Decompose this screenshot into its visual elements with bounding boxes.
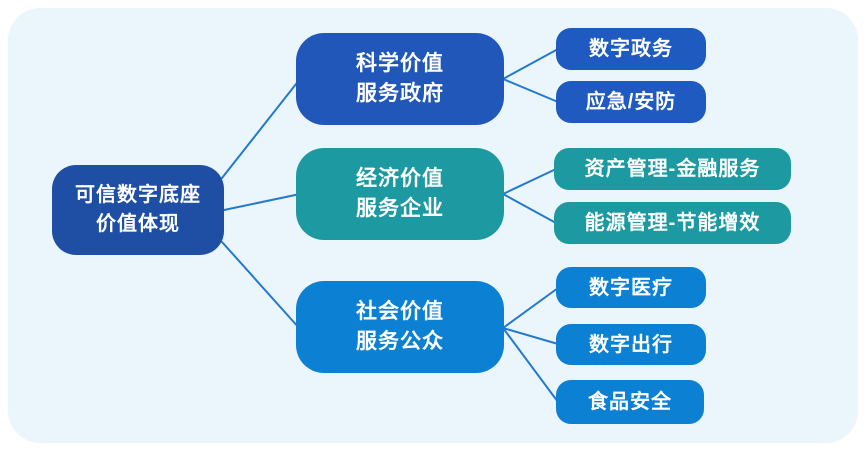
connector-root-enterprise (223, 193, 301, 211)
branch-label-line2: 服务企业 (356, 197, 444, 220)
branch-label-line2: 服务政府 (356, 82, 444, 105)
connector-public-leaf1 (502, 287, 559, 329)
node-leaf-digital-travel: 数字出行 (556, 324, 706, 365)
node-leaf-digital-healthcare: 数字医疗 (556, 267, 706, 308)
node-branch-enterprise: 经济价值 服务企业 (296, 148, 504, 240)
leaf-label: 资产管理-金融服务 (584, 158, 761, 180)
root-label-line1: 可信数字底座 (75, 184, 201, 206)
node-root: 可信数字底座 价值体现 (52, 165, 224, 255)
branch-label-line1: 社会价值 (356, 299, 444, 323)
node-branch-public: 社会价值 服务公众 (296, 281, 504, 373)
connector-government-leaf1 (502, 48, 559, 80)
branch-label-line2: 服务公众 (356, 330, 444, 353)
connector-enterprise-leaf1 (502, 168, 557, 195)
leaf-label: 应急/安防 (585, 91, 677, 113)
root-label-line2: 价值体现 (96, 213, 180, 235)
leaf-label: 能源管理-节能增效 (584, 212, 761, 234)
connector-root-public (221, 241, 301, 330)
branch-label-line1: 科学价值 (356, 51, 444, 75)
node-branch-government: 科学价值 服务政府 (296, 33, 504, 125)
leaf-label: 数字政务 (589, 38, 673, 60)
leaf-label: 数字医疗 (589, 276, 673, 299)
connector-public-leaf2 (502, 327, 559, 345)
branch-label-line1: 经济价值 (356, 166, 444, 190)
connector-enterprise-leaf2 (502, 193, 557, 224)
leaf-label: 食品安全 (588, 391, 672, 413)
node-leaf-emergency-security: 应急/安防 (556, 81, 706, 123)
node-leaf-food-safety: 食品安全 (556, 380, 704, 424)
node-leaf-asset-management-finance: 资产管理-金融服务 (554, 148, 791, 190)
leaf-label: 数字出行 (589, 333, 673, 356)
connector-root-government (221, 78, 301, 179)
node-leaf-energy-management-efficiency: 能源管理-节能增效 (554, 202, 791, 244)
connector-government-leaf2 (502, 78, 559, 103)
node-leaf-digital-government: 数字政务 (556, 28, 706, 70)
connector-public-leaf3 (502, 327, 559, 403)
